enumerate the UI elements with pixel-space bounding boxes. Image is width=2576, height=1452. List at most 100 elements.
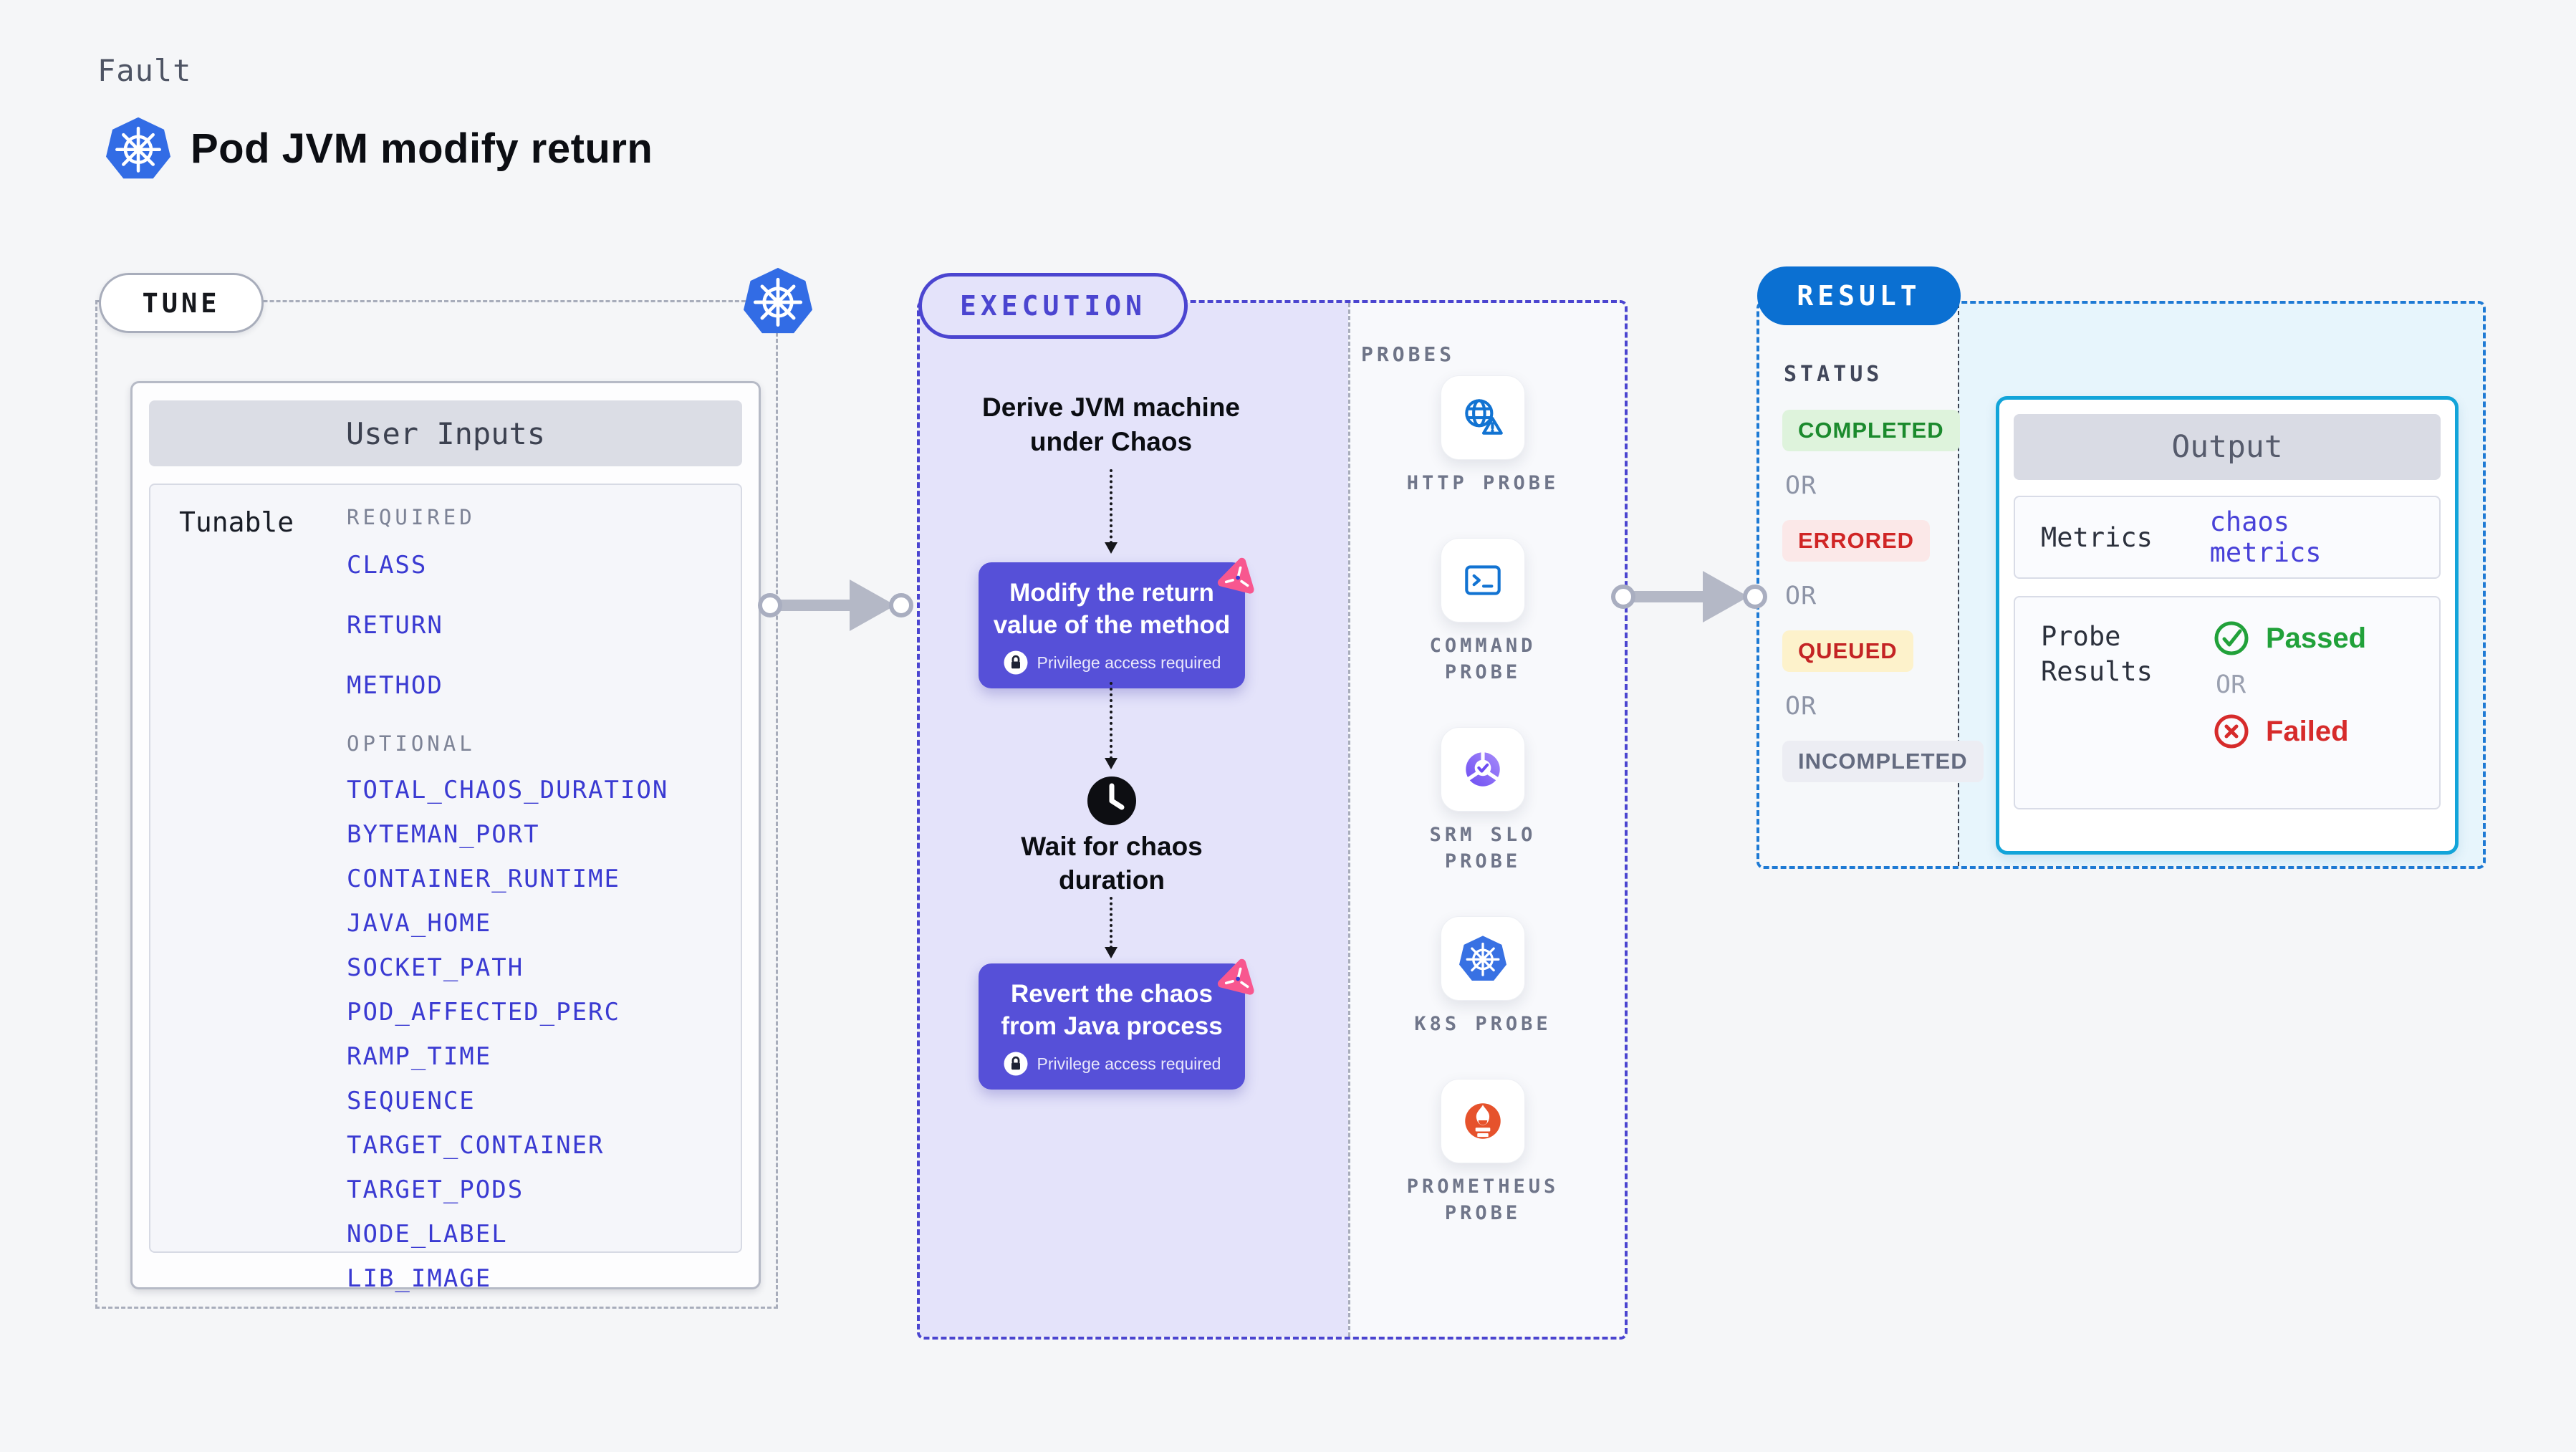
probe-label: HTTP PROBE	[1406, 472, 1559, 494]
chaos-spark-icon	[1217, 554, 1259, 596]
kubernetes-icon	[106, 116, 170, 181]
status-list: COMPLETED OR ERRORED OR QUEUED OR INCOMPLETED	[1782, 410, 1984, 782]
arrow-head-icon	[1703, 571, 1749, 622]
output-card: Output Metrics chaos metrics Probe Resul…	[1996, 396, 2459, 855]
execution-badge: EXECUTION	[918, 273, 1188, 339]
chaos-metrics-link[interactable]: chaos metrics	[2209, 506, 2322, 568]
k8s-probe-icon	[1459, 935, 1506, 982]
probes-heading: PROBES	[1361, 342, 1456, 366]
status-heading: STATUS	[1784, 362, 1883, 387]
status-badge: ERRORED	[1782, 520, 1931, 562]
input-var-link[interactable]: TARGET_PODS	[347, 1175, 524, 1204]
user-inputs-card: User Inputs Tunable REQUIRED CLASS RETURN…	[130, 381, 761, 1293]
input-var-link[interactable]: LIB_IMAGE	[347, 1264, 492, 1293]
flow-arrow-down	[1105, 469, 1118, 554]
user-inputs-title: User Inputs	[149, 400, 742, 466]
page-title: Pod JVM modify return	[191, 125, 653, 172]
status-badge: INCOMPLETED	[1782, 741, 1984, 782]
input-var-link[interactable]: JAVA_HOME	[347, 909, 492, 938]
connector-dot	[1611, 585, 1635, 609]
input-var-link[interactable]: NODE_LABEL	[347, 1220, 508, 1249]
required-heading: REQUIRED	[347, 505, 476, 529]
status-badge: COMPLETED	[1782, 410, 1960, 451]
probe-item: HTTP PROBE	[1407, 375, 1559, 496]
connector-dot	[889, 593, 913, 617]
modify-step-label: Modify the return value of the method	[993, 579, 1231, 639]
required-inputs: CLASS RETURN METHOD	[347, 551, 748, 700]
input-var-link[interactable]: BYTEMAN_PORT	[347, 820, 540, 849]
x-circle-icon	[2213, 712, 2251, 751]
probe-card	[1441, 916, 1525, 1001]
or-label: OR	[2216, 670, 2246, 699]
probe-item: K8S PROBE	[1414, 916, 1551, 1037]
probe-card	[1440, 727, 1525, 812]
input-var-link[interactable]: RAMP_TIME	[347, 1042, 492, 1071]
derive-step-label: Derive JVM machine under Chaos	[982, 393, 1240, 456]
optional-inputs: TOTAL_CHAOS_DURATION BYTEMAN_PORT CONTAINE…	[347, 776, 748, 1293]
lock-icon	[1003, 650, 1029, 675]
privilege-note: Privilege access required	[979, 650, 1245, 675]
passed-line: Passed	[2213, 619, 2366, 658]
tune-badge: TUNE	[99, 273, 264, 333]
input-var-link[interactable]: SOCKET_PATH	[347, 953, 524, 982]
page-title-row: Pod JVM modify return	[106, 116, 653, 181]
arrow-head-icon	[850, 580, 895, 631]
fault-eyebrow: Fault	[97, 53, 192, 88]
inputs-column: REQUIRED CLASS RETURN METHOD OPTIONAL TOTA…	[347, 496, 748, 1309]
output-title: Output	[2014, 414, 2441, 480]
chaos-spark-icon	[1217, 956, 1259, 997]
prometheus-probe-icon	[1459, 1097, 1506, 1145]
input-var-link[interactable]: SEQUENCE	[347, 1087, 476, 1115]
execution-section-box	[917, 300, 1628, 1340]
execution-flow-area	[920, 303, 1348, 1337]
probe-results-row: Probe Results Passed OR Failed	[2014, 596, 2441, 809]
privilege-note: Privilege access required	[979, 1051, 1245, 1077]
status-badge: QUEUED	[1782, 630, 1913, 672]
connector-dot	[758, 593, 782, 617]
result-badge: RESULT	[1757, 266, 1961, 325]
tunable-label: Tunable	[179, 506, 294, 538]
optional-heading: OPTIONAL	[347, 731, 476, 756]
srm-slo-probe-icon	[1459, 746, 1506, 793]
input-var-link[interactable]: CLASS	[347, 551, 428, 580]
status-badge: OR	[1785, 582, 1817, 610]
check-circle-icon	[2213, 619, 2251, 658]
flow-arrow-down	[1105, 682, 1118, 769]
input-var-link[interactable]: POD_AFFECTED_PERC	[347, 998, 620, 1027]
input-var-link[interactable]: TOTAL_CHAOS_DURATION	[347, 776, 669, 804]
status-badge: OR	[1785, 692, 1817, 721]
input-var-link[interactable]: RETURN	[347, 611, 443, 640]
input-var-link[interactable]: TARGET_CONTAINER	[347, 1131, 605, 1160]
input-var-link[interactable]: METHOD	[347, 671, 443, 700]
arrow-shaft	[775, 600, 850, 611]
kubernetes-icon	[744, 266, 812, 335]
metrics-row: Metrics chaos metrics	[2014, 496, 2441, 579]
http-probe-icon	[1459, 394, 1506, 441]
connector-dot	[1743, 585, 1767, 609]
tune-section-box	[95, 300, 778, 1309]
flow-arrow-down	[1105, 897, 1118, 958]
status-badge: OR	[1785, 471, 1817, 500]
probe-label: K8S PROBE	[1414, 1013, 1552, 1035]
arrow-shaft	[1628, 591, 1703, 602]
clock-icon	[1086, 775, 1138, 827]
input-var-link[interactable]: CONTAINER_RUNTIME	[347, 865, 620, 893]
revert-step-label: Revert the chaos from Java process	[1001, 980, 1223, 1040]
probe-card	[1440, 538, 1525, 622]
probes-area	[1348, 303, 1625, 1337]
probe-results-label: Probe Results	[2041, 621, 2153, 687]
wait-step-label: Wait for chaos duration	[1021, 832, 1203, 895]
lock-icon	[1003, 1051, 1029, 1077]
revert-chaos-step: Revert the chaos from Java process Privi…	[979, 963, 1245, 1090]
metrics-label: Metrics	[2041, 521, 2153, 553]
failed-line: Failed	[2213, 712, 2366, 751]
modify-return-step: Modify the return value of the method Pr…	[979, 562, 1245, 688]
